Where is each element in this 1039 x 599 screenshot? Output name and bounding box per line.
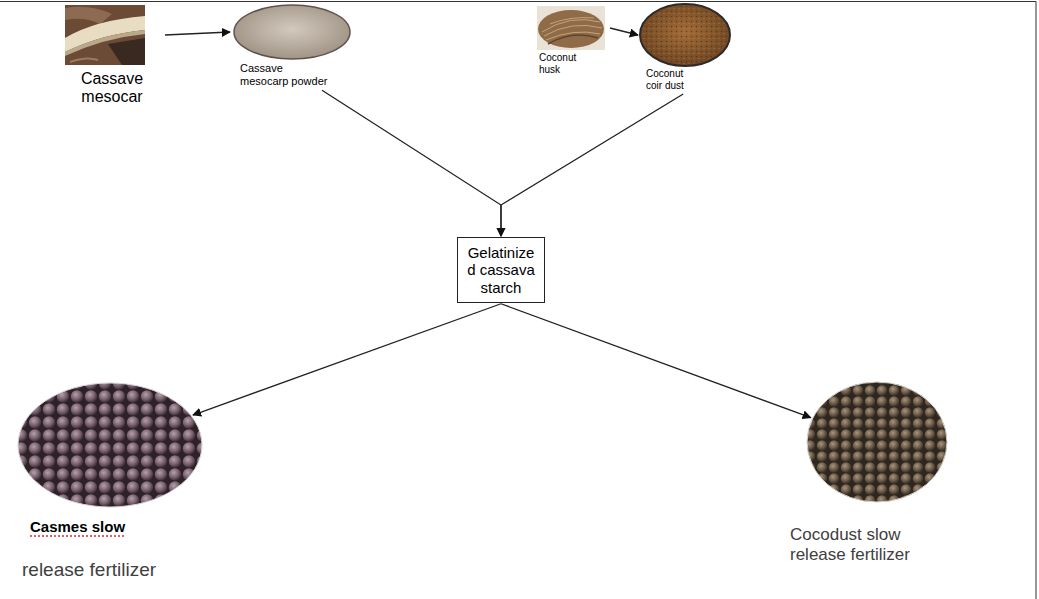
process-box: Gelatinize d cassava starch xyxy=(457,237,545,303)
caption-text: Coconut husk xyxy=(539,52,589,75)
cocodust-granules xyxy=(807,382,947,502)
frame-line xyxy=(0,1,1036,2)
picture-space xyxy=(640,2,736,68)
arrow-connector xyxy=(165,32,230,35)
frame-line xyxy=(1036,2,1037,599)
caption-text: release fertilizer xyxy=(22,559,203,581)
coir-dust-dish xyxy=(640,4,730,66)
caption-text: Casmes slow xyxy=(30,518,203,535)
picture-space xyxy=(790,380,950,525)
caption-text: Cassave mesocar xyxy=(62,70,162,107)
coir-dust-texture xyxy=(642,6,728,64)
picture-space xyxy=(535,4,607,52)
product-node: Cocodust slow release fertilizer xyxy=(790,380,950,564)
caption-text: Cocodust slow release fertilizer xyxy=(790,525,940,564)
arrow-connector xyxy=(193,304,501,415)
arrow-connector xyxy=(501,304,811,418)
casmes-granules xyxy=(18,383,202,507)
picture-space xyxy=(18,382,203,512)
powder-dish xyxy=(234,5,350,59)
caption-text: Cassave mesocarp powder xyxy=(240,62,330,87)
caption-text: Coconut coir dust xyxy=(646,68,701,91)
product-node: Casmes slow release fertilizer xyxy=(18,382,203,581)
photo-node: Cassave mesocar xyxy=(62,4,162,107)
photo-node: Coconut husk xyxy=(535,4,607,75)
arrow-connector xyxy=(610,28,638,35)
dish-node: Coconut coir dust xyxy=(640,2,736,91)
arrow-connector xyxy=(501,94,683,236)
dish-node: Cassave mesocarp powder xyxy=(232,4,352,87)
coconut-husk-photo xyxy=(537,6,605,50)
picture-space xyxy=(232,4,352,62)
arrow-connector xyxy=(322,90,501,236)
cassava-mesocarp-photo xyxy=(65,5,145,65)
box-label: Gelatinize d cassava starch xyxy=(463,244,539,296)
picture-space xyxy=(62,4,162,68)
